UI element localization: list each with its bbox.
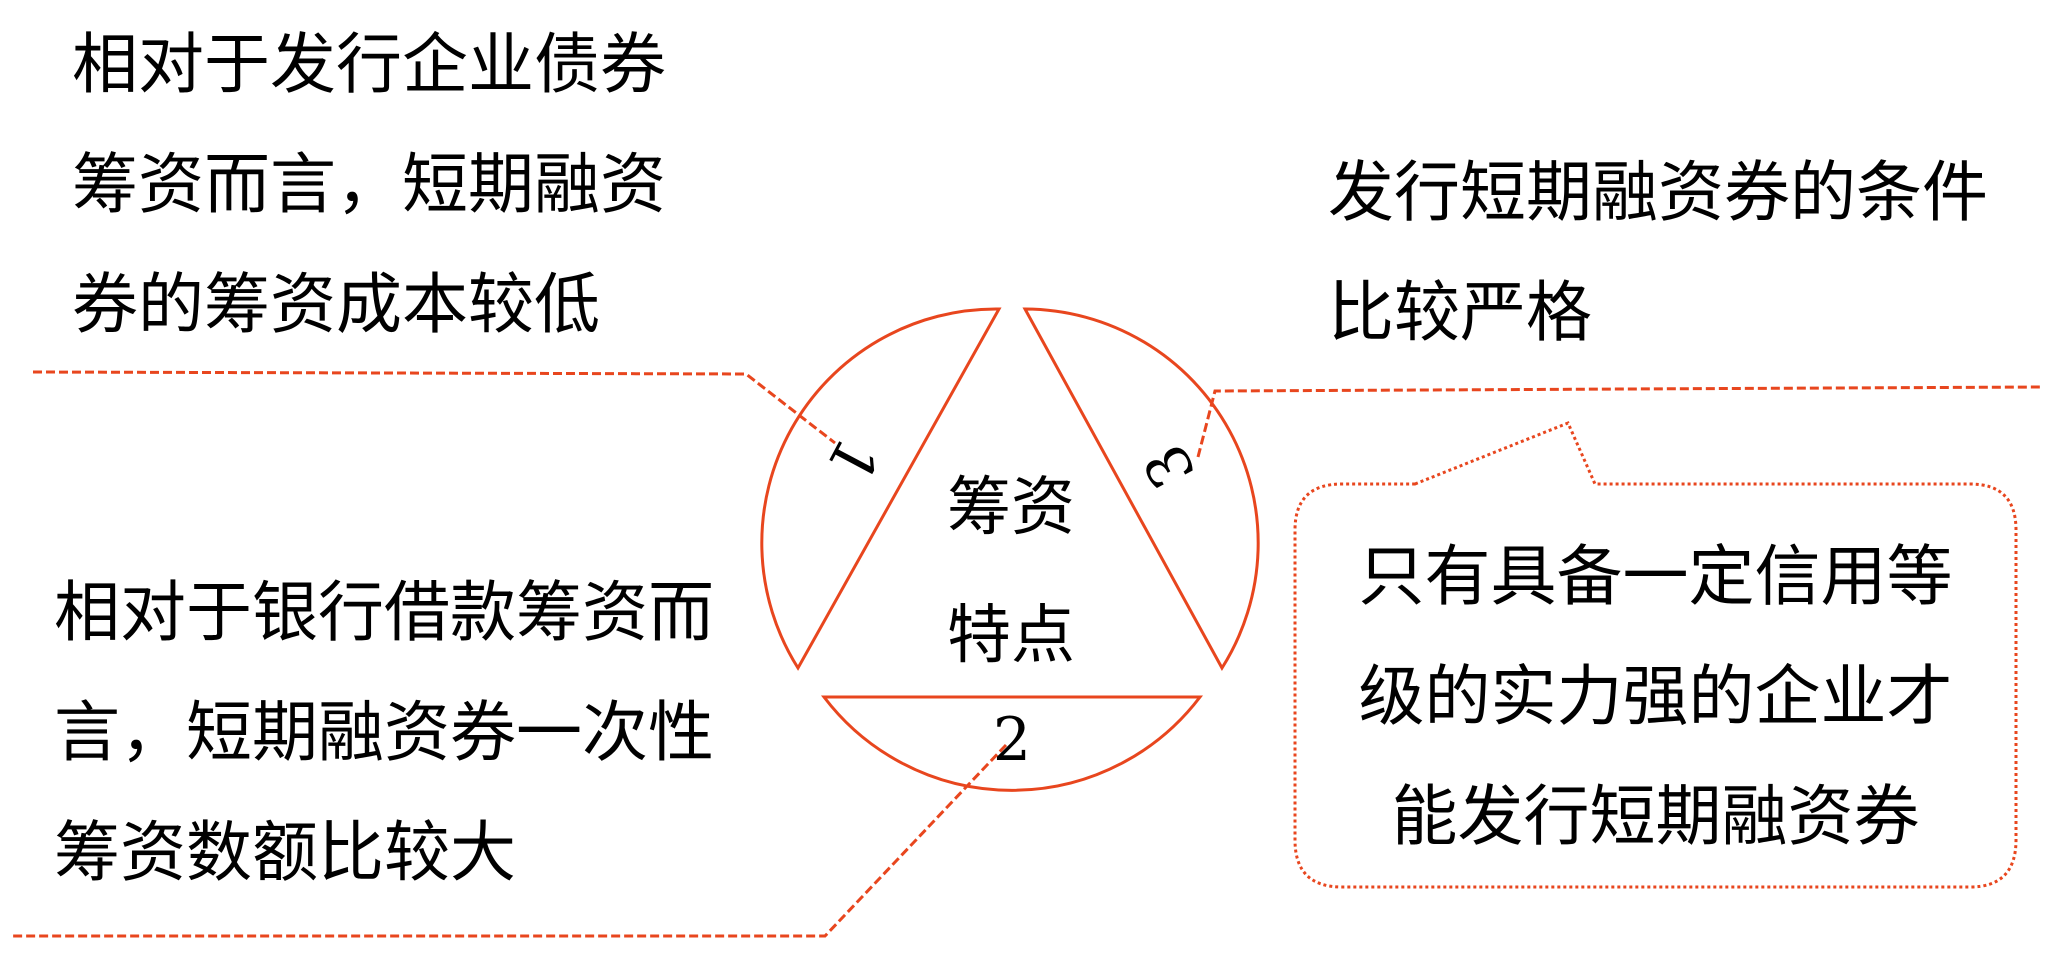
segment-2-number: 2 <box>992 705 1032 775</box>
point-2-line-1: 相对于银行借款筹资而 <box>54 574 714 651</box>
point-3-line-2: 比较严格 <box>1328 274 1592 351</box>
segment-3-shape <box>1022 307 1260 671</box>
point-1-line-3: 券的筹资成本较低 <box>72 266 600 343</box>
point-2-line-3: 筹资数额比较大 <box>54 814 516 891</box>
leader-line-1 <box>32 370 836 445</box>
callout-line-1: 只有具备一定信用等 <box>1358 538 1953 615</box>
center-title: 筹资 特点 <box>931 444 1091 700</box>
center-title-line-1: 筹资 <box>947 471 1075 545</box>
leader-line-3 <box>1196 385 2041 458</box>
point-2-line-2: 言，短期融资券一次性 <box>54 694 714 771</box>
callout-line-2: 级的实力强的企业才 <box>1358 658 1953 735</box>
point-1-line-1: 相对于发行企业债券 <box>72 26 666 103</box>
point-3-text: 发行短期融资券的条件 比较严格 <box>1328 133 1988 373</box>
callout-text: 只有具备一定信用等 级的实力强的企业才 能发行短期融资券 <box>1295 517 2016 877</box>
point-1-text: 相对于发行企业债券 筹资而言，短期融资 券的筹资成本较低 <box>72 5 666 365</box>
center-title-line-2: 特点 <box>947 599 1075 673</box>
segment-1-shape <box>760 307 1002 671</box>
point-1-line-2: 筹资而言，短期融资 <box>72 146 666 223</box>
callout-bubble <box>1293 421 2018 889</box>
leader-line-2 <box>10 743 1008 938</box>
segment-2-shape <box>820 695 1204 792</box>
callout-line-3: 能发行短期融资券 <box>1391 778 1920 855</box>
point-2-text: 相对于银行借款筹资而 言，短期融资券一次性 筹资数额比较大 <box>54 553 714 913</box>
point-3-line-1: 发行短期融资券的条件 <box>1328 154 1988 231</box>
